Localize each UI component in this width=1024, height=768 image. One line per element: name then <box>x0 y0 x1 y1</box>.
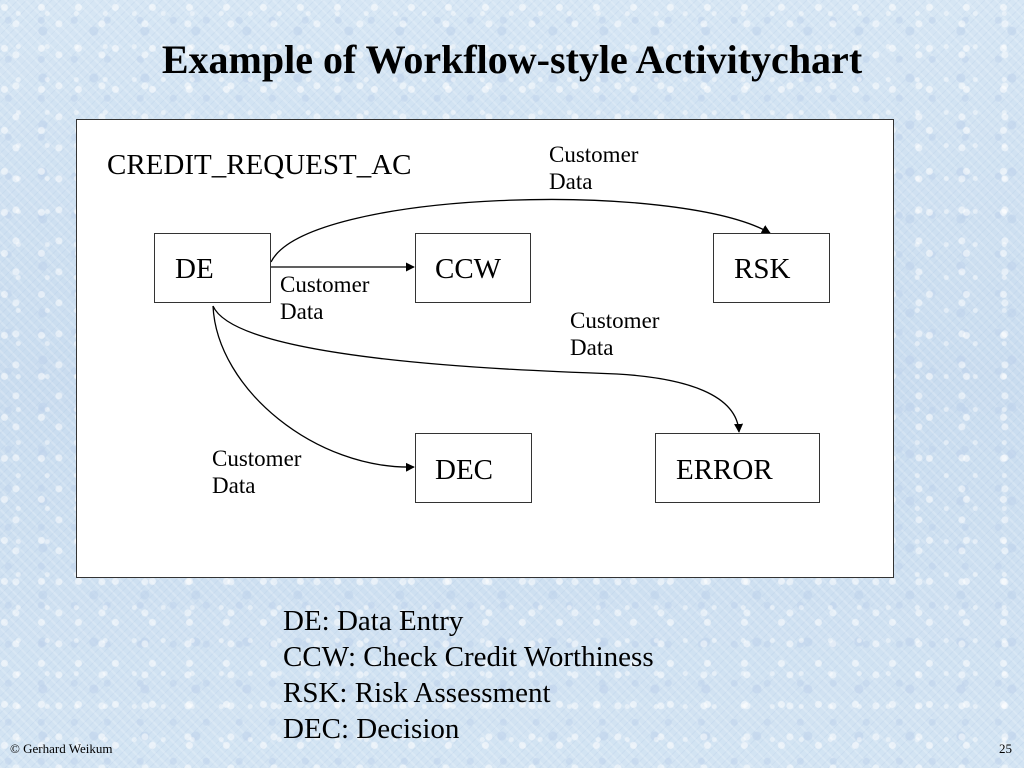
activitychart-name: CREDIT_REQUEST_AC <box>107 149 412 181</box>
node-error-label: ERROR <box>676 454 773 486</box>
page-number: 25 <box>999 741 1012 756</box>
legend-item-de: DE: Data Entry <box>283 605 464 637</box>
arrow-de-to-error <box>212 305 744 433</box>
footer-author: © Gerhard Weikum <box>10 741 113 756</box>
arrow-de-to-rsk <box>270 198 771 263</box>
node-rsk-label: RSK <box>734 253 791 285</box>
diagram-arrows <box>212 198 771 472</box>
edge-label-de-error: Customer Data <box>570 308 660 360</box>
node-de: DE <box>154 233 271 303</box>
node-de-label: DE <box>175 253 214 285</box>
node-error: ERROR <box>655 433 820 503</box>
node-ccw: CCW <box>415 233 531 303</box>
node-dec: DEC <box>415 433 532 503</box>
edge-label-de-rsk: Customer Data <box>549 142 639 194</box>
activitychart-frame: CREDIT_REQUEST_AC DE CCW RSK DEC ERROR C… <box>76 119 894 578</box>
slide-title: Example of Workflow-style Activitychart <box>161 37 863 82</box>
abbreviation-legend: DE: Data Entry CCW: Check Credit Worthin… <box>283 603 654 747</box>
node-dec-label: DEC <box>435 454 493 486</box>
arrow-de-to-dec <box>212 305 415 472</box>
node-rsk: RSK <box>713 233 830 303</box>
legend-item-rsk: RSK: Risk Assessment <box>283 677 551 709</box>
node-ccw-label: CCW <box>435 253 502 285</box>
legend-item-dec: DEC: Decision <box>283 713 460 745</box>
legend-item-ccw: CCW: Check Credit Worthiness <box>283 641 654 673</box>
edge-label-de-dec: Customer Data <box>212 446 302 498</box>
edge-label-de-ccw: Customer Data <box>280 272 370 324</box>
